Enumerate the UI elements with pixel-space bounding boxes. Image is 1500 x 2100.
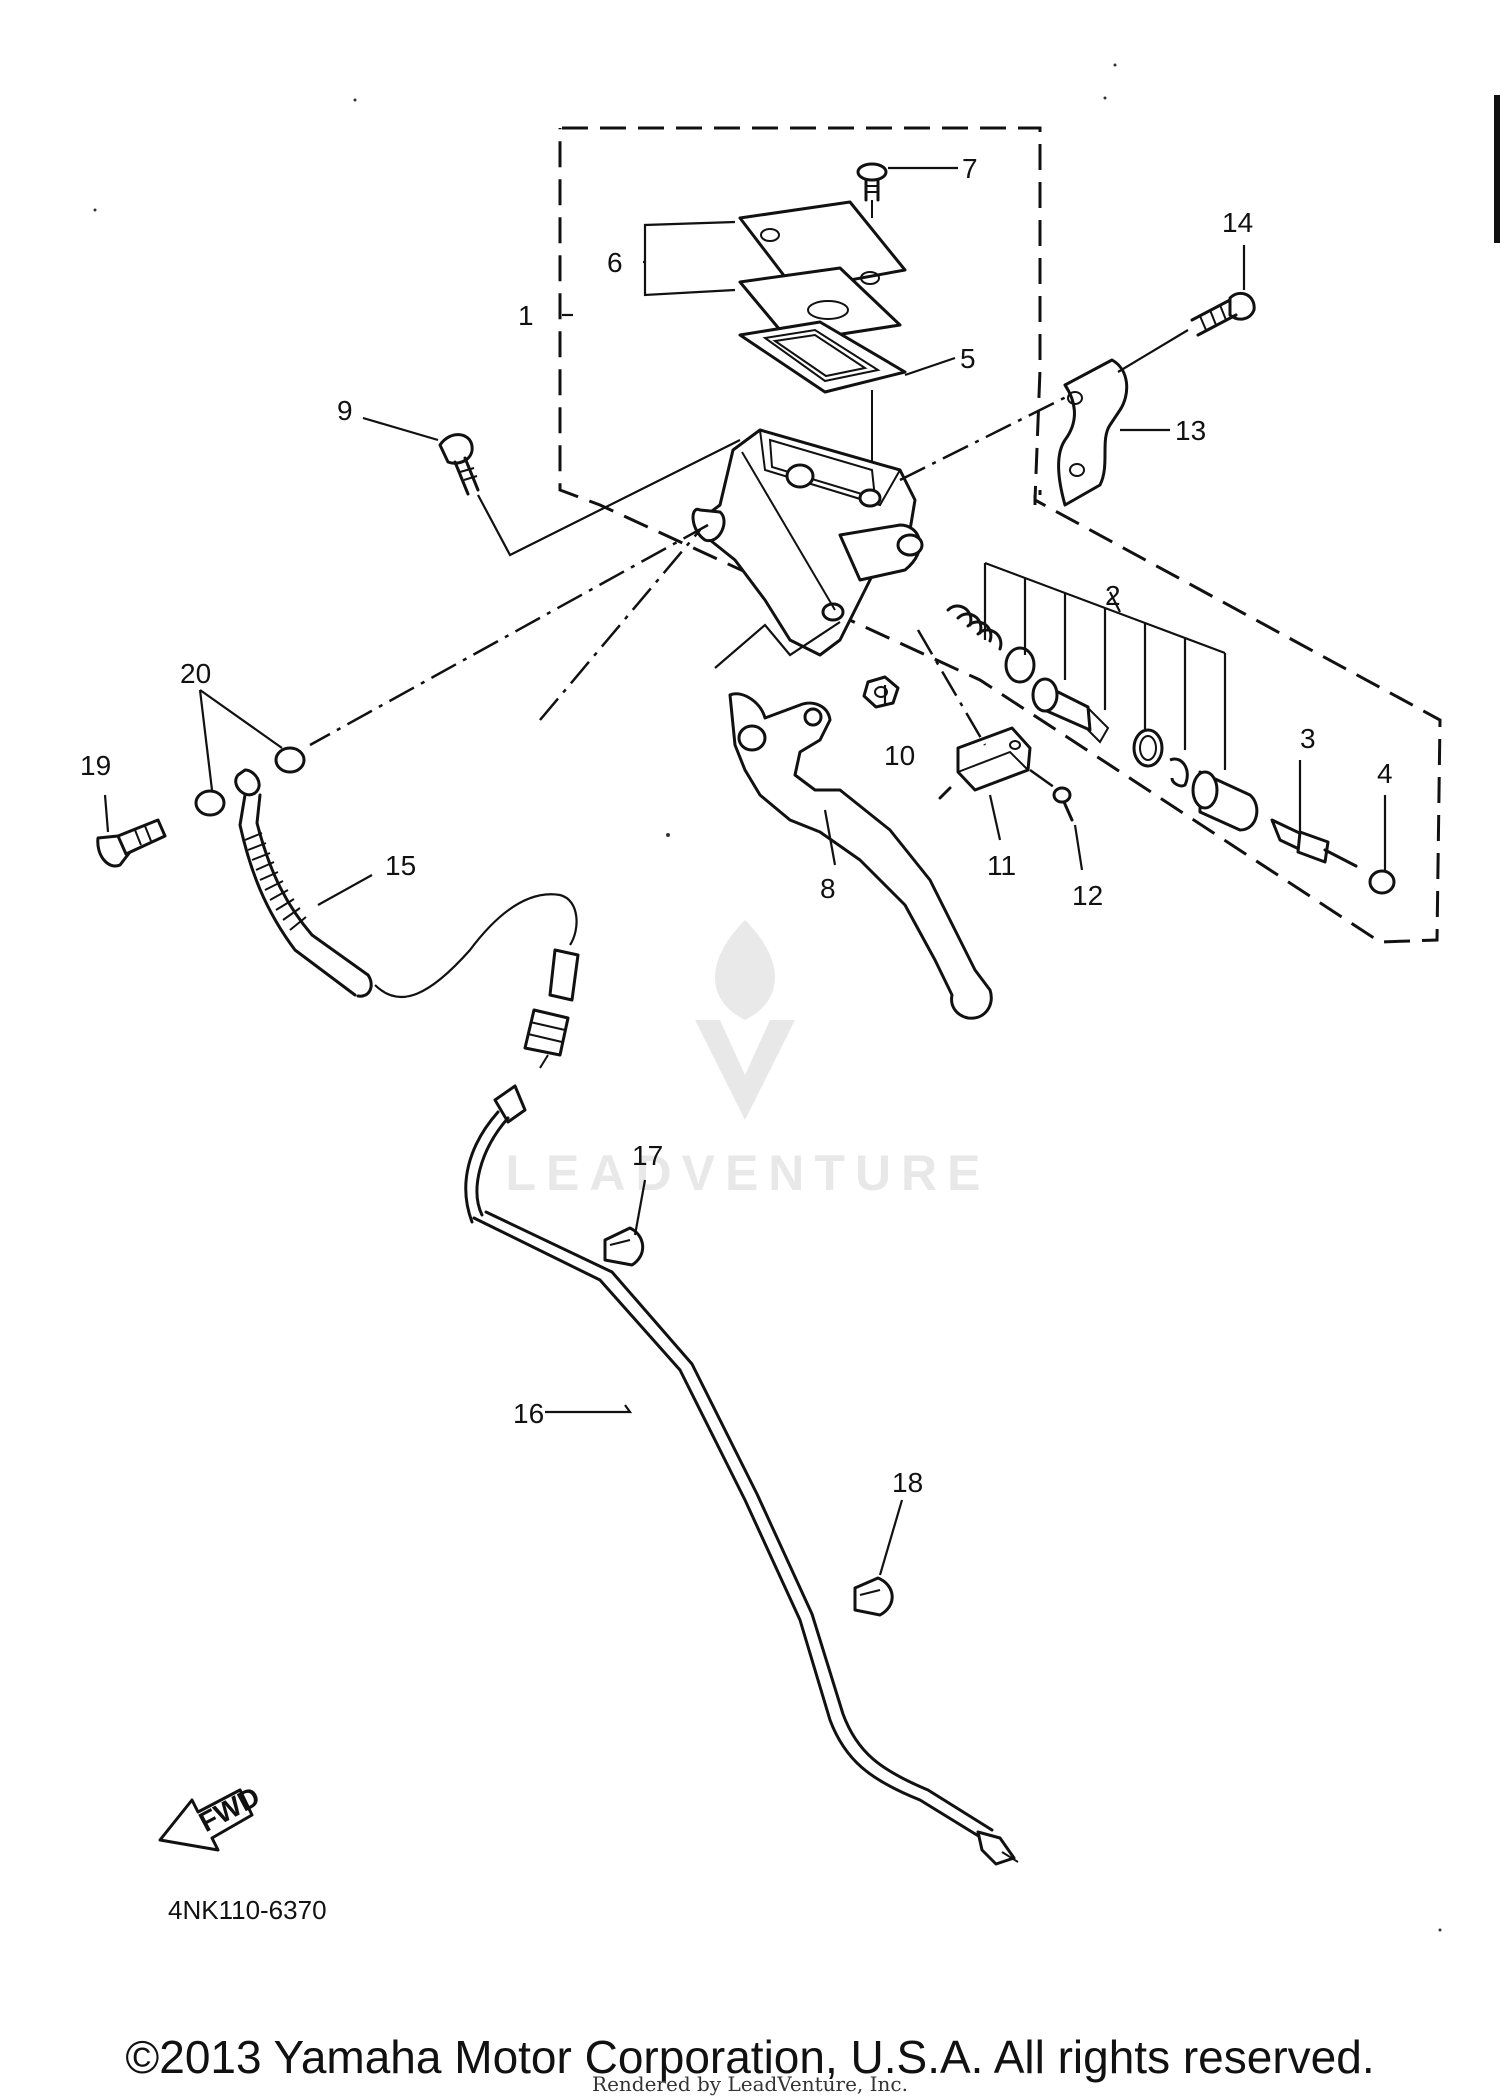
callout-19: 19 — [80, 750, 111, 781]
assembly-boundary — [558, 126, 1442, 944]
pivot-bolt — [438, 433, 480, 496]
master-cylinder-body — [691, 428, 924, 657]
callout-20: 20 — [180, 658, 211, 689]
callout-7: 7 — [962, 153, 978, 184]
lever-nut — [862, 675, 900, 709]
handlebar-holder — [1057, 358, 1129, 507]
callout-13: 13 — [1175, 415, 1206, 446]
leadventure-watermark: LEADVENTURE — [505, 920, 990, 1201]
callout-1: 1 — [518, 300, 534, 331]
callout-16: 16 — [513, 1398, 544, 1429]
callout-2: 2 — [1105, 580, 1121, 611]
fwd-arrow: FWD — [158, 1781, 265, 1852]
washer-upper — [274, 746, 306, 774]
callout-8: 8 — [820, 873, 836, 904]
brake-pipe — [464, 1084, 1019, 1866]
washer-lower — [194, 789, 226, 817]
watermark-text: LEADVENTURE — [505, 1145, 990, 1201]
switch-screw — [1052, 786, 1074, 822]
callout-15: 15 — [385, 850, 416, 881]
brake-hose — [234, 768, 580, 1069]
reservoir-cap — [738, 200, 907, 344]
callout-labels: 1 2 3 4 5 6 7 8 9 10 11 12 13 14 15 16 1… — [80, 153, 1393, 1498]
rendered-by-notice: Rendered by LeadVenture, Inc. — [592, 2072, 908, 2096]
brake-lever — [728, 692, 993, 1020]
page-edge-mark — [1494, 95, 1500, 243]
callout-17: 17 — [632, 1140, 663, 1171]
callout-leaders — [103, 166, 1387, 1576]
reservoir-gasket — [738, 320, 907, 394]
callout-11: 11 — [987, 850, 1016, 881]
cap-screw — [856, 162, 888, 202]
pipe-clamp-upper — [603, 1226, 645, 1267]
piston-kit — [946, 604, 1259, 832]
callout-12: 12 — [1072, 880, 1103, 911]
callout-10: 10 — [884, 740, 915, 771]
callout-4: 4 — [1377, 758, 1393, 789]
push-rod — [1270, 818, 1358, 868]
union-bolt — [96, 818, 167, 868]
callout-14: 14 — [1222, 207, 1253, 238]
callout-3: 3 — [1300, 723, 1316, 754]
diagram-code: 4NK110-6370 — [168, 1895, 327, 1925]
callout-9: 9 — [337, 395, 353, 426]
dust-boot — [1368, 869, 1396, 895]
copyright-notice: ©2013 Yamaha Motor Corporation, U.S.A. A… — [125, 2031, 1375, 2083]
brake-switch — [938, 726, 1032, 800]
pipe-clamp-lower — [853, 1576, 894, 1617]
holder-bolt — [1190, 291, 1256, 337]
callout-6: 6 — [607, 247, 623, 278]
callout-18: 18 — [892, 1467, 923, 1498]
callout-5: 5 — [960, 343, 976, 374]
